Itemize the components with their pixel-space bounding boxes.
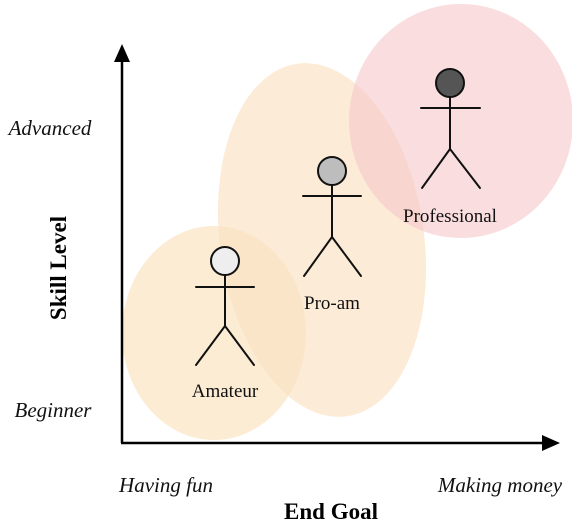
y-axis [114,44,130,443]
professional-head [435,68,465,98]
amateur-label: Amateur [192,381,259,402]
professional-figure [420,68,481,189]
y-axis-arrowhead [114,44,130,62]
pro-am-figure [302,156,362,277]
x-tick-making-money: Making money [437,473,563,497]
x-axis-title: End Goal [284,499,378,520]
pro-am-label: Pro-am [304,293,360,314]
amateur-head [210,246,240,276]
x-tick-having-fun: Having fun [118,473,213,497]
x-axis [121,435,560,451]
amateur-figure [195,246,255,366]
y-axis-title: Skill Level [46,216,71,320]
y-tick-beginner: Beginner [15,398,93,422]
y-tick-advanced: Advanced [7,116,92,140]
pro-am-head [317,156,347,186]
professional-label: Professional [403,206,497,227]
x-axis-arrowhead [542,435,560,451]
professional-region [349,4,572,238]
